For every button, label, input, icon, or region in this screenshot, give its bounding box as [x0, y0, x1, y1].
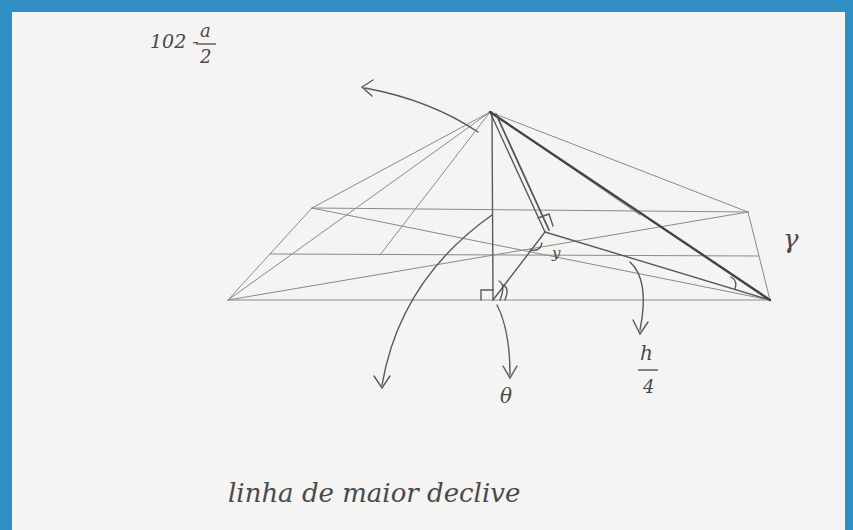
- fraction-numerator: a: [200, 22, 211, 40]
- paper-sheet: [12, 12, 845, 530]
- fraction-bar: [638, 369, 658, 370]
- fraction-denominator: 2: [200, 48, 211, 66]
- fraction-numerator: h: [640, 343, 653, 363]
- fraction-bar: [196, 43, 216, 44]
- angle-label: y: [552, 246, 560, 261]
- fraction-denominator: 4: [643, 378, 654, 396]
- angle-label: γ: [783, 226, 799, 252]
- note-text: linha de maior declive: [228, 480, 520, 506]
- expression-text: 102 -: [150, 32, 199, 51]
- angle-label: θ: [500, 386, 512, 406]
